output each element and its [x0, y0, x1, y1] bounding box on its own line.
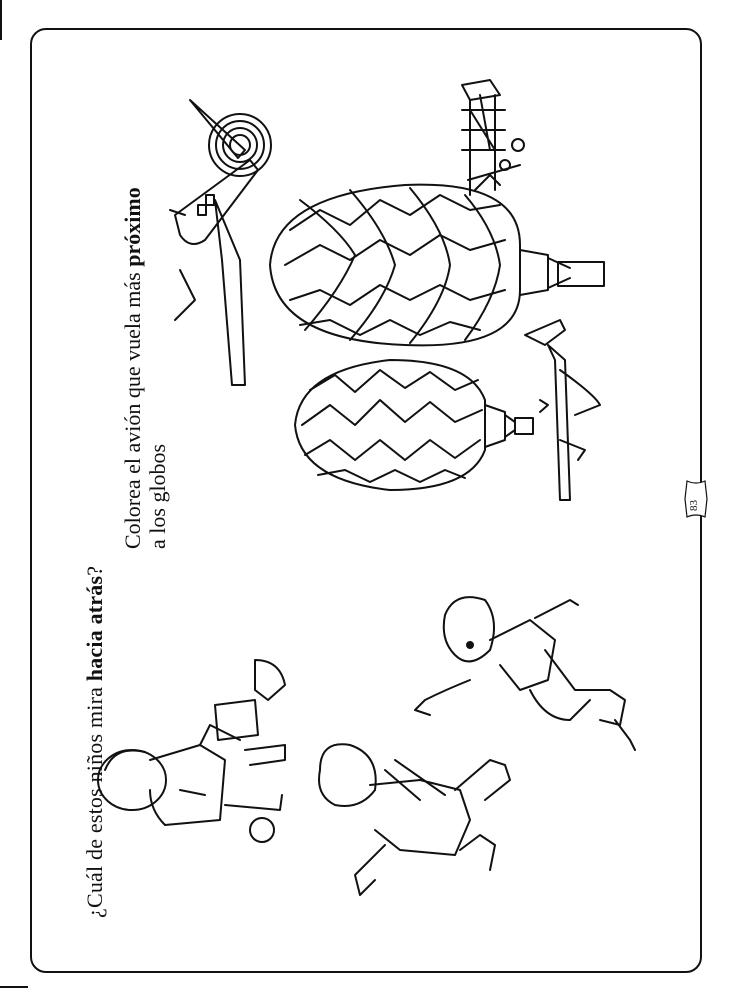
corner-mark-bottom	[0, 986, 28, 988]
jet-airplane-illustration	[524, 319, 601, 501]
hot-air-balloon-small-illustration	[294, 359, 534, 491]
hot-air-balloon-large-illustration	[269, 183, 605, 347]
child-walking-away-illustration	[318, 743, 511, 896]
page-number-badge	[684, 480, 708, 518]
child-carrying-box-illustration	[97, 659, 286, 843]
propeller-plane-illustration	[169, 99, 272, 386]
corner-mark-top	[0, 0, 2, 40]
biplane-illustration	[461, 79, 525, 196]
child-running-looking-back-illustration	[414, 596, 636, 751]
